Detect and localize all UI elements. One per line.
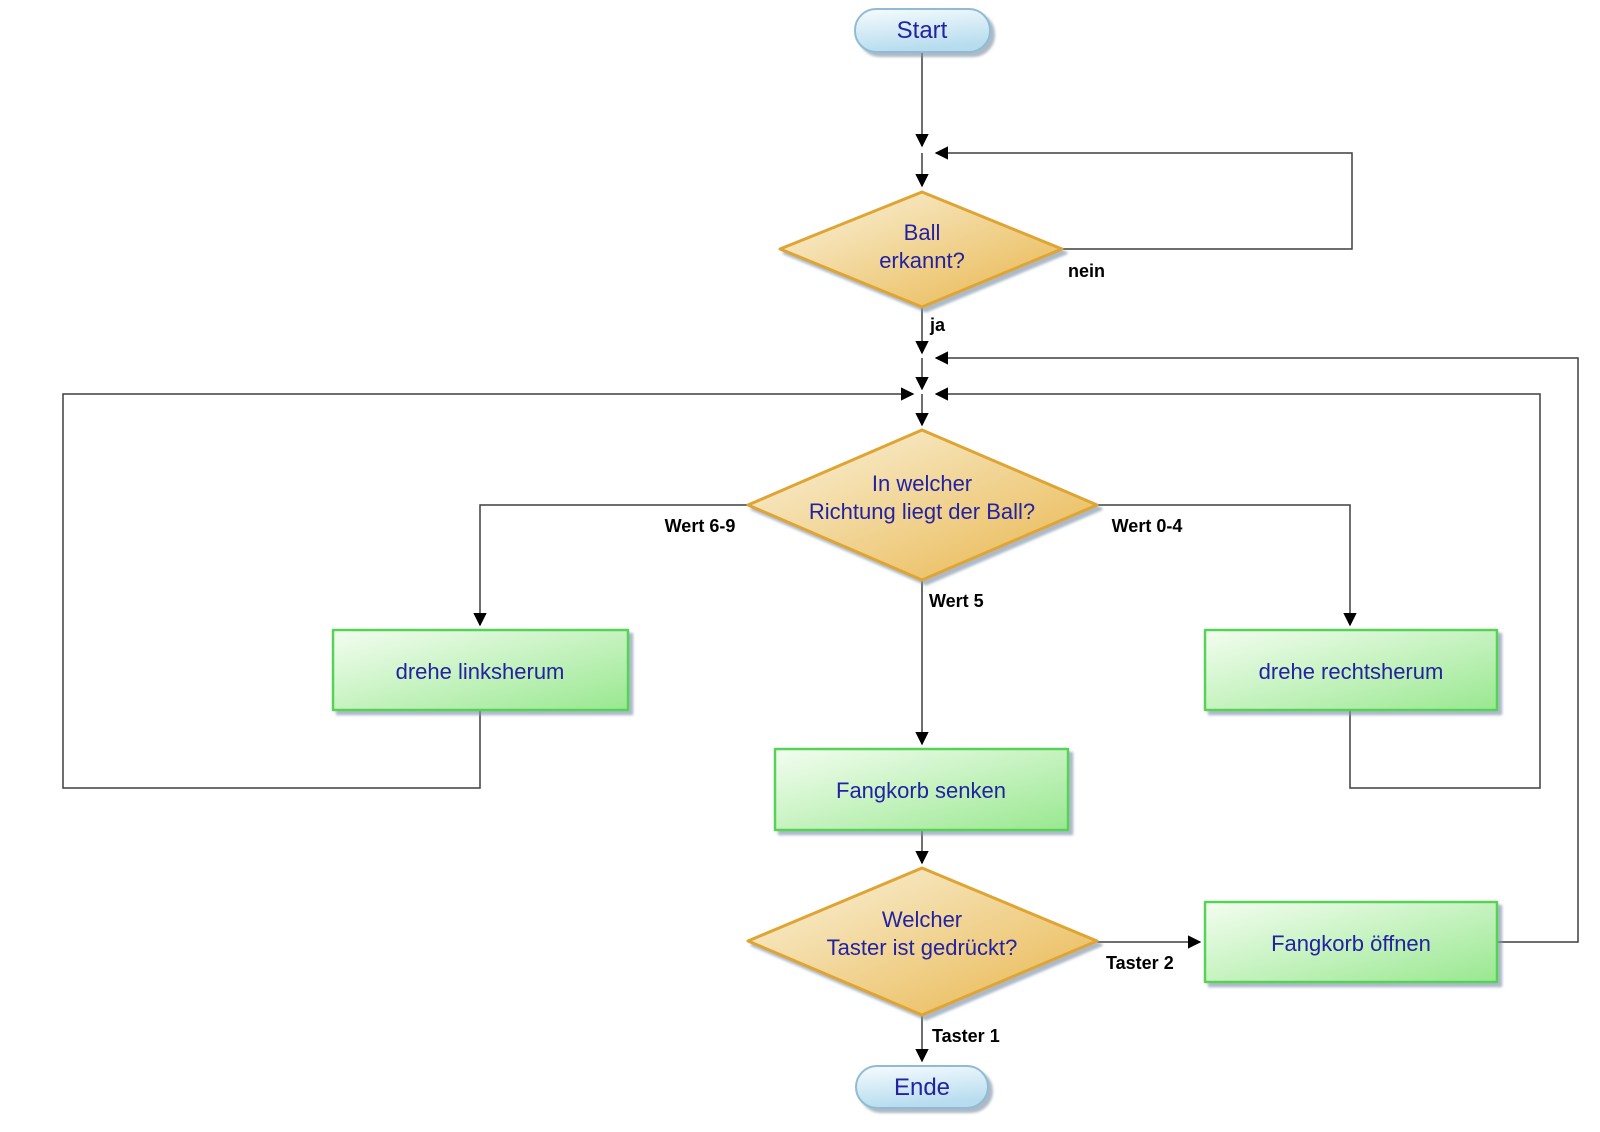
node-welcher-taster: Welcher Taster ist gedrückt? (746, 866, 1099, 1017)
edge-oeffnen-loop (934, 351, 1579, 943)
node-drehe-rechtsherum: drehe rechtsherum (1203, 628, 1499, 712)
edge-label-nein: nein (1068, 261, 1105, 281)
edge-label-taster-2: Taster 2 (1106, 953, 1174, 973)
edge-label-ja: ja (929, 315, 946, 335)
edge-label-wert-6-9: Wert 6-9 (665, 516, 736, 536)
welcher-taster-label-line2: Taster ist gedrückt? (827, 935, 1018, 960)
node-ball-erkannt: Ball erkannt? (778, 190, 1064, 309)
node-start: Start (854, 8, 991, 53)
ende-shape (855, 1065, 989, 1109)
edge-label-wert-5: Wert 5 (929, 591, 984, 611)
edge-wert-0-4 (1097, 504, 1357, 627)
edge-label-wert-0-4: Wert 0-4 (1112, 516, 1183, 536)
drehe-rechtsherum-shape (1203, 628, 1499, 712)
richtung-label-line1: In welcher (872, 471, 972, 496)
fangkorb-senken-shape (773, 747, 1070, 832)
drehe-linksherum-label: drehe linksherum (396, 659, 565, 684)
edges (62, 52, 1579, 1063)
edge-linksherum-loop (62, 387, 915, 789)
fangkorb-oeffnen-shape (1203, 900, 1499, 984)
node-fangkorb-senken: Fangkorb senken (773, 747, 1070, 832)
drehe-linksherum-shape (331, 628, 630, 712)
ball-erkannt-shape (778, 190, 1064, 309)
fangkorb-oeffnen-label: Fangkorb öffnen (1271, 931, 1431, 956)
edge-label-taster-1: Taster 1 (932, 1026, 1000, 1046)
node-ende: Ende (855, 1065, 989, 1109)
ball-erkannt-label-line1: Ball (904, 220, 941, 245)
ball-erkannt-label-line2: erkannt? (879, 248, 965, 273)
welcher-taster-shape (746, 866, 1099, 1017)
richtung-shape (746, 428, 1099, 582)
edge-labels: nein ja Wert 6-9 Wert 0-4 Wert 5 Taster … (665, 261, 1183, 1046)
start-shape (854, 8, 991, 53)
ende-label: Ende (894, 1074, 950, 1101)
drehe-rechtsherum-label: drehe rechtsherum (1259, 659, 1444, 684)
node-drehe-linksherum: drehe linksherum (331, 628, 630, 712)
edge-nein-loop (934, 146, 1353, 250)
node-richtung: In welcher Richtung liegt der Ball? (746, 428, 1099, 582)
fangkorb-senken-label: Fangkorb senken (836, 778, 1006, 803)
edge-rechtsherum-loop (934, 387, 1541, 789)
start-label: Start (897, 17, 948, 44)
richtung-label-line2: Richtung liegt der Ball? (809, 499, 1035, 524)
node-fangkorb-oeffnen: Fangkorb öffnen (1203, 900, 1499, 984)
edge-wert-6-9 (473, 504, 748, 627)
welcher-taster-label-line1: Welcher (882, 907, 962, 932)
